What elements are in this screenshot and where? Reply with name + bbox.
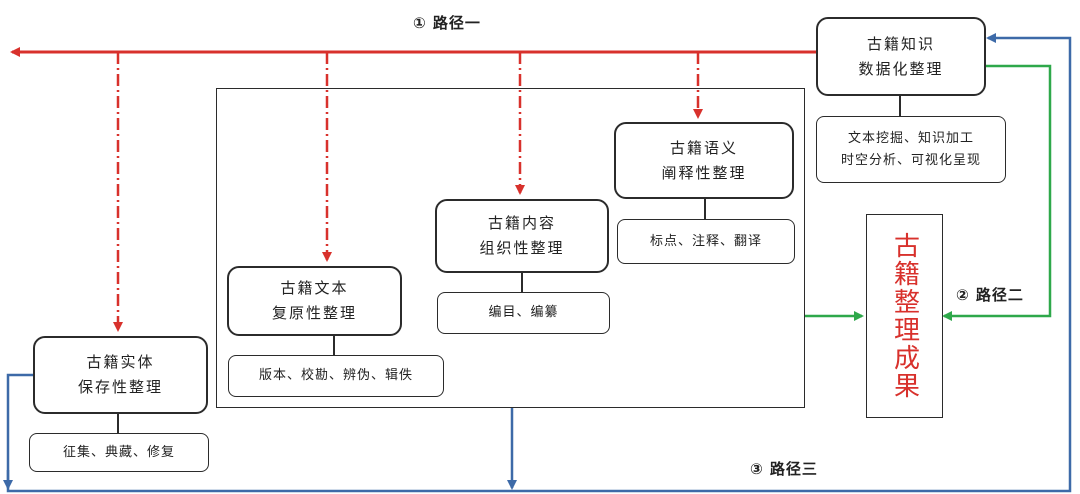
content-line2: 组织性整理: [479, 239, 565, 257]
knowledge-methods-line2: 时空分析、可视化呈现: [840, 152, 981, 168]
text-restoration-box: 古籍文本 复原性整理: [227, 266, 402, 336]
semantic-line1: 古籍语义: [669, 138, 738, 157]
physical-line1: 古籍实体: [86, 353, 155, 371]
physical-methods-box: 征集、典藏、修复: [29, 433, 209, 472]
content-methods-box: 编目、编纂: [437, 292, 610, 334]
text-methods-text: 版本、校勘、辨伪、辑佚: [258, 368, 413, 383]
path3-loop: [6, 33, 1072, 493]
knowledge-line2: 数据化整理: [858, 59, 944, 78]
semantic-interpretation-box: 古籍语义 阐释性整理: [614, 122, 794, 199]
text-methods-box: 版本、校勘、辨伪、辑佚: [228, 355, 444, 397]
physical-methods-text: 征集、典藏、修复: [62, 444, 175, 460]
text-line2: 复原性整理: [271, 304, 357, 322]
physical-preservation-box: 古籍实体 保存性整理: [33, 336, 208, 414]
knowledge-methods-line1: 文本挖掘、知识加工: [847, 130, 974, 146]
path2-label: ② 路径二: [956, 286, 1024, 304]
path3-label: ③ 路径三: [750, 460, 818, 478]
collation-results-box: 古籍整理成果: [866, 214, 943, 418]
collation-results-text: 古籍整理成果: [889, 232, 920, 400]
integration-frame: [216, 88, 805, 408]
path2-arrow: [942, 64, 1052, 321]
knowledge-methods-box: 文本挖掘、知识加工 时空分析、可视化呈现: [816, 116, 1006, 183]
content-methods-text: 编目、编纂: [488, 305, 559, 320]
content-line1: 古籍内容: [487, 214, 556, 232]
semantic-line2: 阐释性整理: [661, 163, 747, 182]
knowledge-line1: 古籍知识: [866, 34, 935, 53]
path1-label: ① 路径一: [413, 14, 481, 32]
knowledge-digitization-box: 古籍知识 数据化整理: [816, 17, 986, 96]
physical-line2: 保存性整理: [77, 378, 163, 396]
semantic-methods-box: 标点、注释、翻译: [617, 219, 795, 264]
text-line1: 古籍文本: [280, 279, 349, 297]
semantic-methods-text: 标点、注释、翻译: [649, 233, 762, 249]
content-organization-box: 古籍内容 组织性整理: [435, 199, 609, 273]
